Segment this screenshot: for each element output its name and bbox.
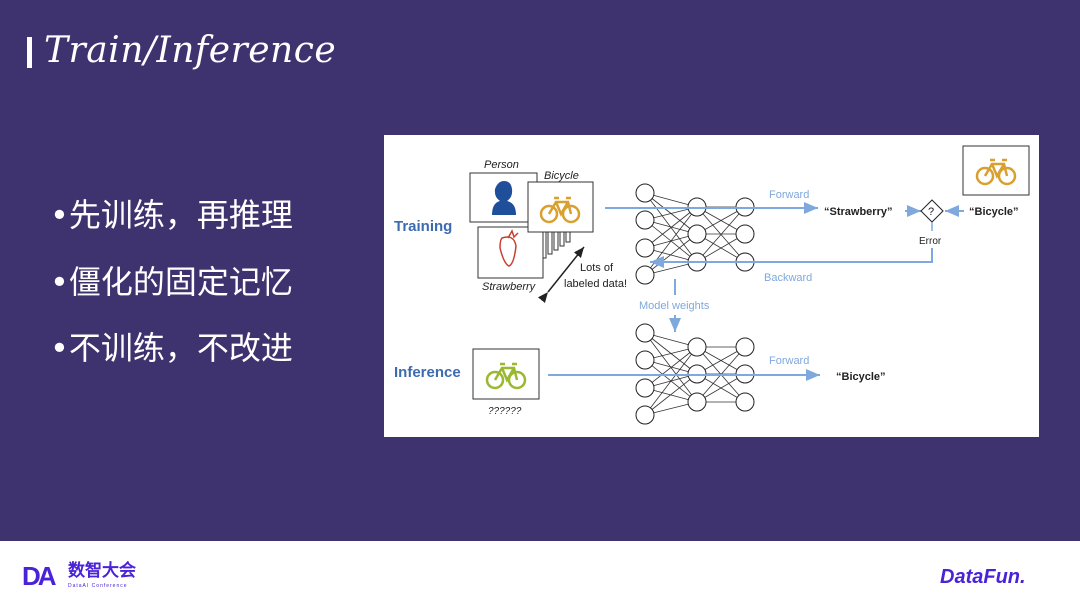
- network-node: [635, 405, 655, 425]
- backward-arrow: [650, 248, 933, 268]
- bullet-2: •僵化的固定记忆: [50, 263, 293, 301]
- network-node: [687, 337, 707, 357]
- network-connection: [696, 206, 746, 263]
- inference-label: Inference: [394, 364, 461, 381]
- lots-of-data-line2: labeled data!: [564, 278, 627, 290]
- network-connection: [644, 346, 698, 416]
- person-icon: [492, 181, 516, 215]
- compare-symbol: ?: [928, 206, 934, 218]
- unknown-label: ??????: [488, 406, 522, 417]
- network-connection: [644, 373, 698, 416]
- title-accent-bar: [27, 37, 32, 68]
- network-node: [735, 392, 755, 412]
- backward-label: Backward: [764, 272, 812, 284]
- lots-of-data-line1: Lots of: [580, 262, 614, 274]
- network-node: [635, 238, 655, 258]
- bullet-3: •不训练，不改进: [50, 329, 293, 367]
- error-label: Error: [919, 236, 942, 247]
- footer: [0, 541, 1080, 607]
- ground-truth-label: “Bicycle”: [969, 206, 1019, 218]
- train-inference-diagram: Training Inference Person Bicycle Strawb…: [384, 135, 1039, 437]
- network-node: [735, 224, 755, 244]
- bicycle-caption: Bicycle: [544, 170, 579, 182]
- strawberry-caption: Strawberry: [482, 281, 537, 293]
- model-weights-label: Model weights: [639, 300, 710, 312]
- network-node: [635, 183, 655, 203]
- network-node: [687, 392, 707, 412]
- inference-prediction: “Bicycle”: [836, 371, 886, 383]
- network-connection: [644, 233, 698, 276]
- network-node: [635, 350, 655, 370]
- network-connection: [644, 206, 698, 249]
- training-data-stack: Person Bicycle Strawberry Lots of labele…: [469, 159, 627, 304]
- network-node: [687, 224, 707, 244]
- dataai-logo-text: 数智大会: [68, 561, 136, 580]
- network-node: [735, 337, 755, 357]
- bullet-1: •先训练，再推理: [50, 196, 293, 234]
- training-network: [635, 183, 755, 285]
- training-prediction: “Strawberry”: [824, 206, 892, 218]
- network-connection: [644, 346, 698, 389]
- person-caption: Person: [484, 159, 519, 171]
- slide-title: Train/Inference: [44, 30, 337, 71]
- strawberry-icon: [499, 236, 517, 267]
- forward-label: Forward: [769, 189, 809, 201]
- network-node: [635, 210, 655, 230]
- datafun-logo: DataFun.: [940, 566, 1026, 588]
- dataai-logo-mark: DA: [22, 561, 57, 591]
- network-node: [635, 265, 655, 285]
- inference-network: [635, 323, 755, 425]
- dataai-logo-subtitle: DataAI Conference: [68, 583, 128, 589]
- inference-forward-label: Forward: [769, 355, 809, 367]
- network-node: [635, 323, 655, 343]
- training-label: Training: [394, 218, 452, 235]
- network-node: [635, 378, 655, 398]
